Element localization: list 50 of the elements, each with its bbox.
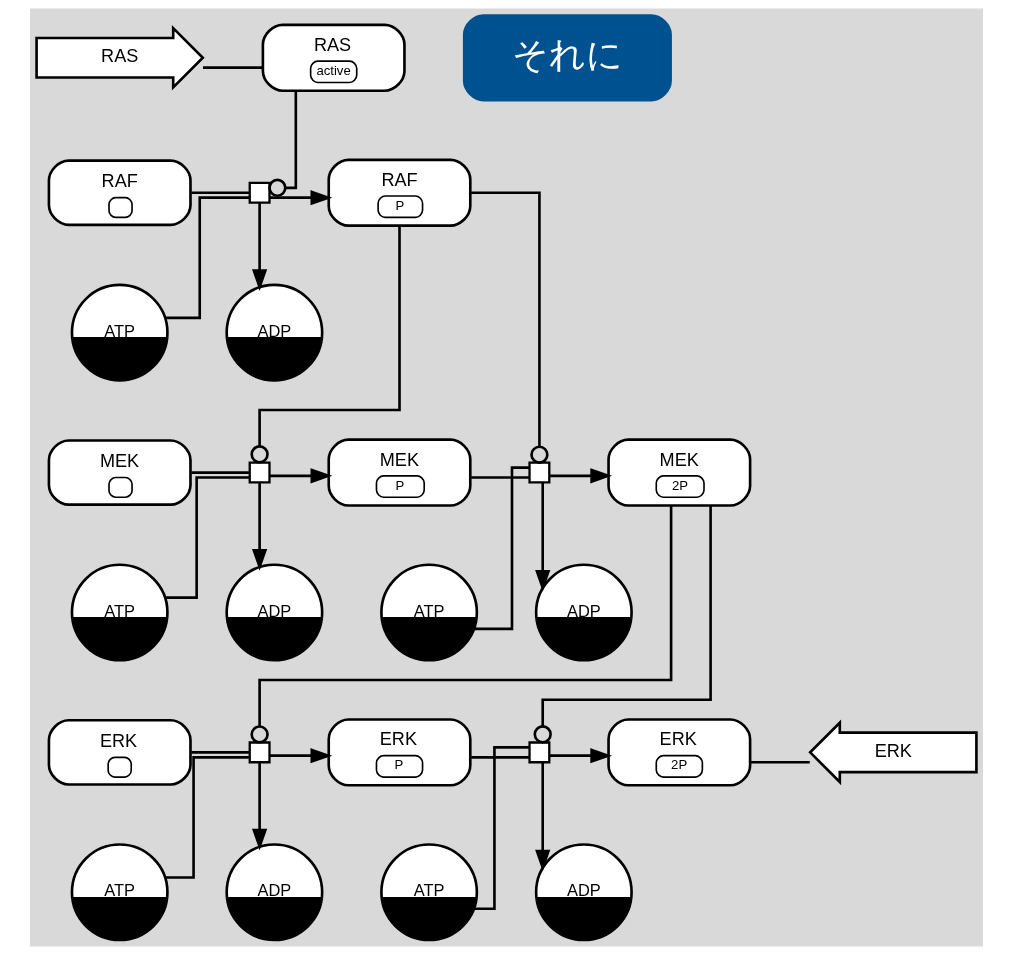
arrow (252, 482, 268, 571)
node-box (248, 741, 271, 764)
node-circle: ATP (70, 563, 169, 662)
connector (250, 225, 401, 464)
connector (165, 476, 250, 599)
node-circle: ATP (70, 283, 169, 382)
connector (165, 756, 250, 879)
node-circle: ADP (225, 563, 324, 662)
node-circle: ADP (225, 843, 324, 942)
node-box: RAF P (327, 158, 472, 227)
connector (250, 505, 673, 744)
node-box: ERK P (327, 718, 472, 787)
connector (191, 191, 250, 195)
node-box: それに (462, 14, 672, 102)
connector (750, 760, 810, 764)
node-box (248, 181, 271, 204)
node-box: ERK (47, 718, 192, 786)
node-box (528, 741, 551, 764)
node-circle: ATP (70, 843, 169, 942)
arrow (252, 762, 268, 851)
arrow (269, 468, 333, 484)
node-box: MEK P (327, 438, 472, 507)
connector (191, 751, 250, 754)
connector (471, 756, 530, 759)
node-box (248, 461, 271, 484)
arrow (269, 190, 333, 206)
connector (203, 66, 263, 69)
node-box: RAF (47, 159, 192, 227)
arrow (535, 482, 551, 592)
arrow (535, 762, 551, 872)
node-circle: ATP (380, 563, 479, 662)
node-circle: ATP (380, 843, 479, 942)
connector (268, 91, 298, 198)
connector (474, 746, 530, 911)
connector (533, 505, 712, 744)
arrow (549, 748, 613, 764)
connector (473, 466, 530, 631)
connector (471, 191, 549, 464)
node-box: ERK 2P (607, 718, 752, 787)
connector (471, 476, 530, 479)
connector (191, 471, 250, 474)
node-circle: ADP (225, 283, 324, 382)
node-box: MEK 2P (607, 438, 752, 507)
node-box: MEK (47, 439, 192, 506)
connector (165, 196, 250, 320)
arrow (549, 468, 613, 484)
arrow (252, 202, 268, 291)
node-box (528, 461, 551, 484)
node-box: RAS active (261, 23, 406, 92)
arrow (269, 748, 333, 764)
